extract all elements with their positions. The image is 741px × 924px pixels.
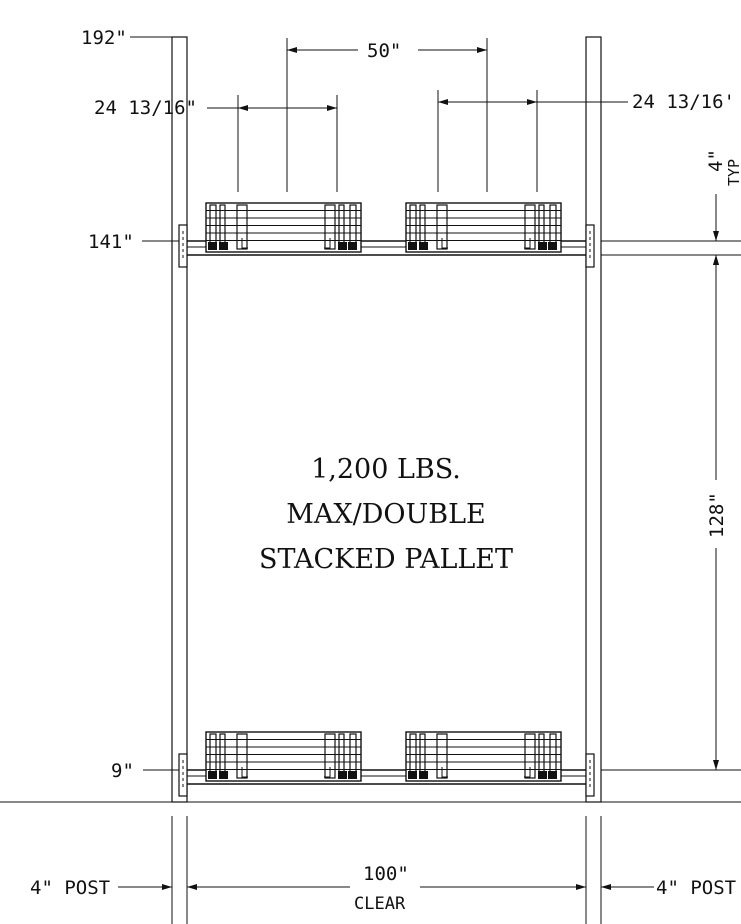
pallet-upper-right [405, 202, 562, 253]
bottom-extension-lines [171, 816, 602, 924]
pallet-width-left-label: 24 13/16" [94, 97, 197, 119]
post-left-label: 4" POST [30, 877, 110, 899]
beam-depth-label: 4" [705, 149, 727, 172]
upper-beam-level-label: 141" [88, 231, 134, 253]
pallet-lower-right [405, 731, 562, 782]
beam-connectors [178, 224, 595, 797]
capacity-line-3: STACKED PALLET [259, 544, 513, 575]
pallet-extension-lines [237, 38, 538, 192]
capacity-line-1: 1,200 LBS. [311, 454, 461, 485]
clear-width-label: 100" [363, 863, 409, 885]
right-post [585, 36, 602, 803]
capacity-line-2: MAX/DOUBLE [286, 499, 485, 530]
beam-depth-note: TYP [725, 159, 741, 186]
pallet-stacks [205, 202, 562, 782]
pallet-span-label: 50" [367, 40, 401, 62]
clear-label: CLEAR [354, 894, 406, 914]
elevation-top-label: 192" [81, 27, 127, 49]
pallet-width-right-label: 24 13/16' [632, 91, 735, 113]
pallet-lower-left [205, 731, 362, 782]
lower-beam-level-label: 9" [111, 760, 134, 782]
vertical-clearance-label: 128" [706, 492, 728, 538]
left-post [171, 36, 188, 803]
post-right-label: 4" POST [656, 877, 736, 899]
pallet-upper-left [205, 202, 362, 253]
